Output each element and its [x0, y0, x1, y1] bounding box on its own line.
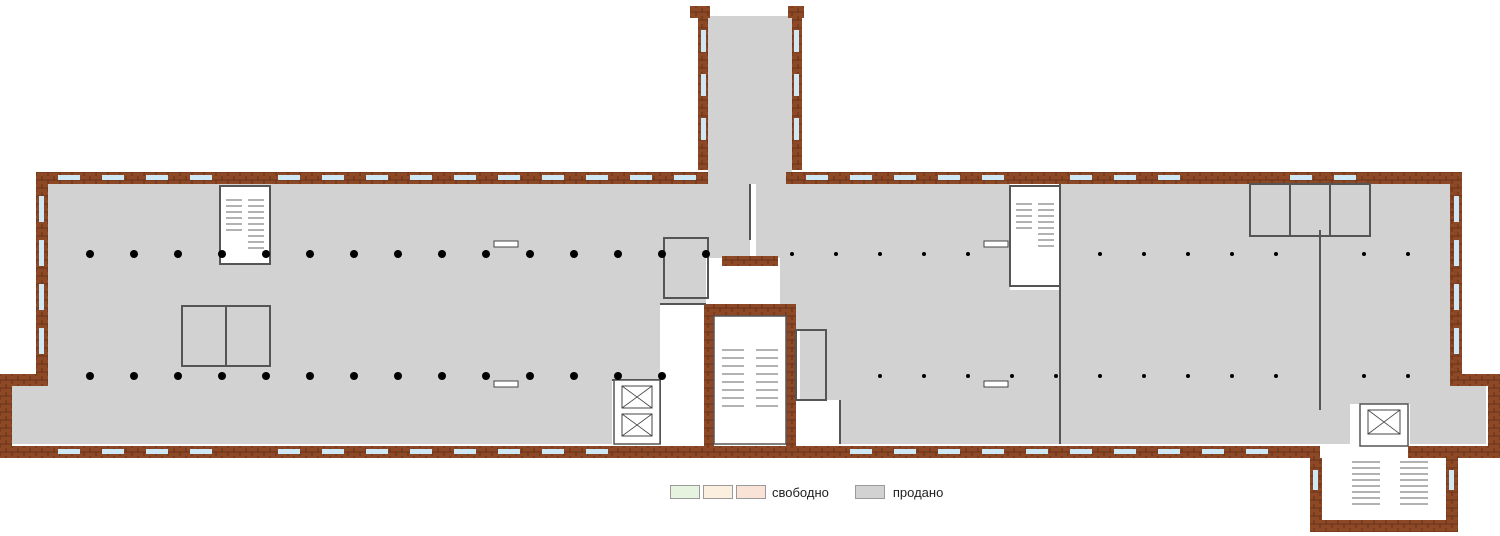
zone-connector[interactable]	[708, 172, 792, 184]
elevator-east	[1359, 403, 1409, 447]
column-dot	[658, 250, 666, 258]
zone-north-wing[interactable]	[708, 16, 792, 172]
column-dot	[1406, 374, 1410, 378]
column-dot	[1230, 252, 1234, 256]
elevator-icon	[1367, 409, 1401, 435]
columns	[86, 250, 1410, 380]
column-dot	[174, 250, 182, 258]
legend: свободно продано	[670, 484, 943, 500]
stairs-east-annex	[1322, 458, 1446, 520]
column-dot	[350, 250, 358, 258]
column-dot	[834, 252, 838, 256]
windows	[39, 30, 1459, 490]
column-dot	[922, 252, 926, 256]
zone-east-b[interactable]	[1320, 184, 1486, 444]
column-dot	[482, 250, 490, 258]
column-dot	[966, 252, 970, 256]
column-dot	[1274, 374, 1278, 378]
column-dot	[1142, 374, 1146, 378]
column-dot	[262, 372, 270, 380]
column-dot	[658, 372, 666, 380]
column-dot	[394, 372, 402, 380]
stairs-icon	[1352, 461, 1428, 505]
column-dot	[394, 250, 402, 258]
stairs-icon	[722, 349, 778, 407]
stairs-west	[219, 185, 271, 265]
column-dot	[130, 372, 138, 380]
free-swatch-peach	[736, 485, 766, 499]
column-dot	[1098, 374, 1102, 378]
column-dot	[922, 374, 926, 378]
column-dot	[1142, 252, 1146, 256]
zone-west-extension[interactable]	[12, 386, 48, 444]
column-dot	[1274, 252, 1278, 256]
column-dot	[966, 374, 970, 378]
column-dot	[1054, 374, 1058, 378]
sold-swatch	[854, 485, 885, 499]
stairs-east-upper	[1009, 185, 1061, 287]
column-dot	[1406, 252, 1410, 256]
shafts	[493, 240, 1009, 388]
restroom-core-east	[795, 329, 827, 401]
free-swatch-beige	[703, 485, 733, 499]
legend-free-label: свободно	[772, 484, 829, 500]
column-dot	[218, 250, 226, 258]
elevator-icon	[621, 413, 653, 437]
column-dot	[306, 372, 314, 380]
column-dot	[1362, 252, 1366, 256]
stairs-icon	[226, 199, 264, 249]
column-dot	[438, 372, 446, 380]
column-dot	[614, 250, 622, 258]
column-dot	[702, 250, 710, 258]
free-swatch-green	[670, 485, 700, 499]
column-dot	[482, 372, 490, 380]
column-dot	[1098, 252, 1102, 256]
zone-east-a[interactable]	[1060, 184, 1320, 444]
column-dot	[262, 250, 270, 258]
column-dot	[438, 250, 446, 258]
legend-sold-label: продано	[892, 484, 944, 500]
column-dot	[526, 250, 534, 258]
restroom-east	[1249, 183, 1371, 237]
column-dot	[350, 372, 358, 380]
column-dot	[570, 250, 578, 258]
restroom-blocks	[181, 183, 1371, 401]
column-dot	[1362, 374, 1366, 378]
elevator-west	[613, 379, 661, 445]
stairs-icon	[1016, 203, 1054, 247]
column-dot	[526, 372, 534, 380]
column-dot	[1230, 374, 1234, 378]
column-dot	[1186, 252, 1190, 256]
column-dot	[1186, 374, 1190, 378]
column-dot	[1010, 374, 1014, 378]
column-dot	[174, 372, 182, 380]
zone-center-east[interactable]	[756, 184, 1060, 444]
column-dot	[86, 372, 94, 380]
stairs-center	[713, 315, 787, 445]
column-dot	[878, 374, 882, 378]
elevator-icon	[621, 385, 653, 409]
restroom-center	[663, 237, 709, 299]
column-dot	[86, 250, 94, 258]
column-dot	[878, 252, 882, 256]
column-dot	[218, 372, 226, 380]
column-dot	[306, 250, 314, 258]
column-dot	[130, 250, 138, 258]
column-dot	[570, 372, 578, 380]
column-dot	[790, 252, 794, 256]
column-dot	[614, 372, 622, 380]
